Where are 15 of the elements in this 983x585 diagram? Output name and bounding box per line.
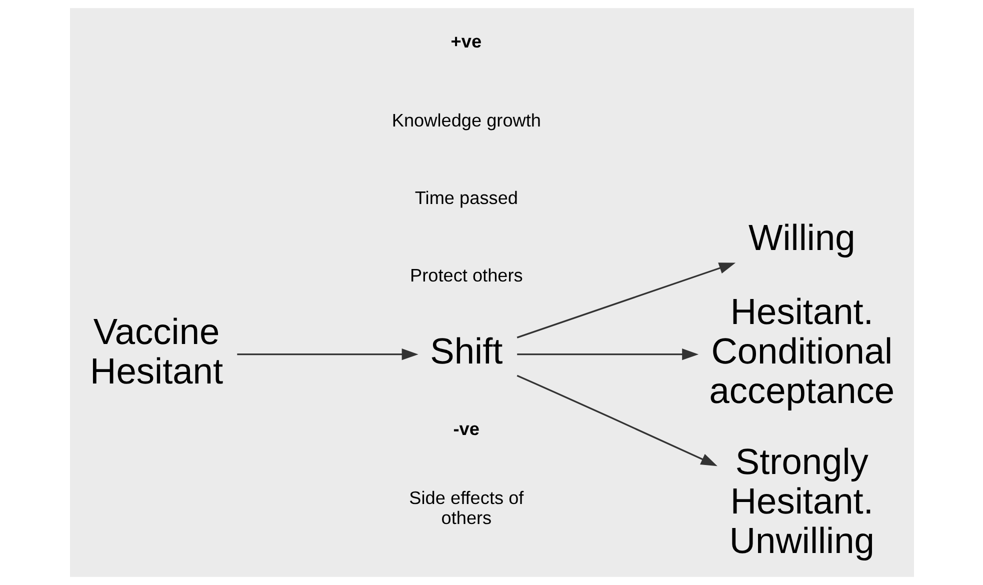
label: +ve: [450, 31, 482, 52]
node-text: Shift: [430, 330, 502, 372]
label: Time passed: [414, 188, 518, 208]
arrow: [516, 262, 736, 338]
label: Knowledge growth: [391, 110, 541, 130]
arrow: [516, 374, 717, 466]
node-text: Willing: [748, 216, 855, 258]
arrow: [236, 348, 418, 360]
arrow: [516, 348, 698, 360]
node-text: Strongly Hesitant. Unwilling: [728, 440, 874, 562]
node-text: Vaccine Hesitant: [90, 310, 223, 392]
label: Side effects of others: [408, 488, 524, 528]
label: -ve: [452, 418, 479, 439]
node-text: Hesitant. Conditional acceptance: [708, 290, 894, 412]
label: Protect others: [410, 265, 522, 286]
